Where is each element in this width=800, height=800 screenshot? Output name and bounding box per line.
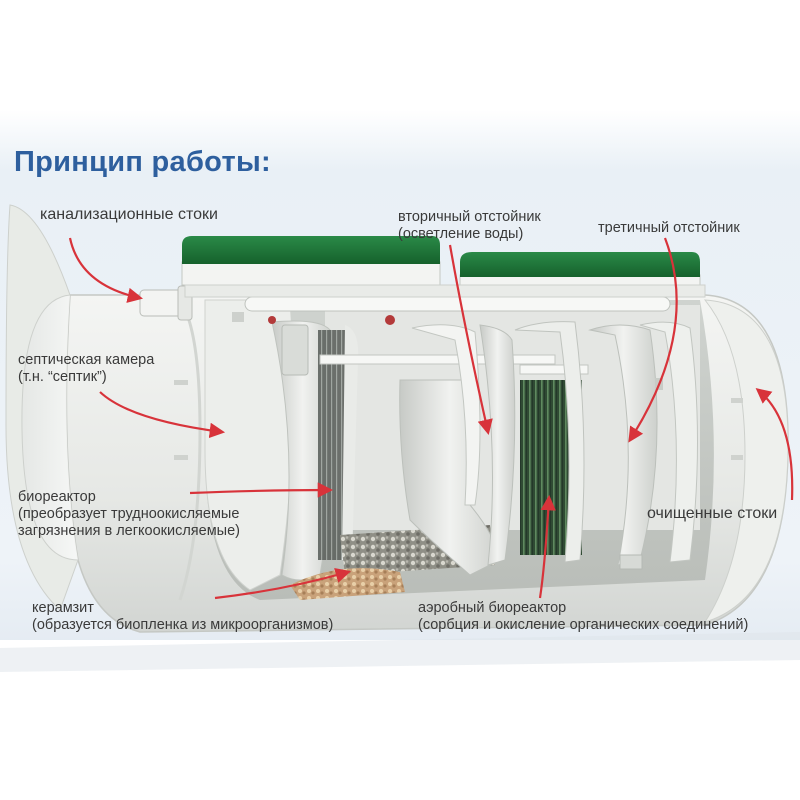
label-aerobic-bioreactor: аэробный биореактор (сорбция и окисление…: [418, 600, 748, 634]
label-treated-outflow: очищенные стоки: [647, 505, 778, 522]
label-expanded-clay-line2: (образуется биопленка из микроорганизмов…: [32, 617, 334, 633]
label-septic-chamber-line1: септическая камера: [18, 352, 155, 368]
label-sewage-inlet: канализационные стоки: [40, 206, 218, 223]
label-expanded-clay-line1: керамзит: [32, 600, 94, 616]
page-title: Принцип работы:: [14, 146, 272, 178]
label-bioreactor-line1: биореактор: [18, 489, 96, 505]
label-secondary-settler-line1: вторичный отстойник: [398, 209, 541, 225]
label-septic-chamber: септическая камера (т.н. “септик”): [18, 352, 154, 386]
label-septic-chamber-line2: (т.н. “септик”): [18, 369, 107, 385]
label-aerobic-bioreactor-line1: аэробный биореактор: [418, 600, 567, 616]
label-secondary-settler: вторичный отстойник (осветление воды): [398, 209, 541, 243]
label-tertiary-settler: третичный отстойник: [598, 220, 740, 236]
annotation-arrows: [68, 237, 794, 600]
label-expanded-clay: керамзит (образуется биопленка из микроо…: [32, 600, 333, 634]
label-aerobic-bioreactor-line2: (сорбция и окисление органических соедин…: [418, 617, 749, 633]
label-secondary-settler-line2: (осветление воды): [398, 226, 524, 242]
label-bioreactor-line3: загрязнения в легкоокисляемые): [18, 523, 240, 539]
label-bioreactor-line2: (преобразует трудноокисляемые: [18, 506, 240, 522]
label-bioreactor: биореактор (преобразует трудноокисляемые…: [18, 489, 240, 540]
